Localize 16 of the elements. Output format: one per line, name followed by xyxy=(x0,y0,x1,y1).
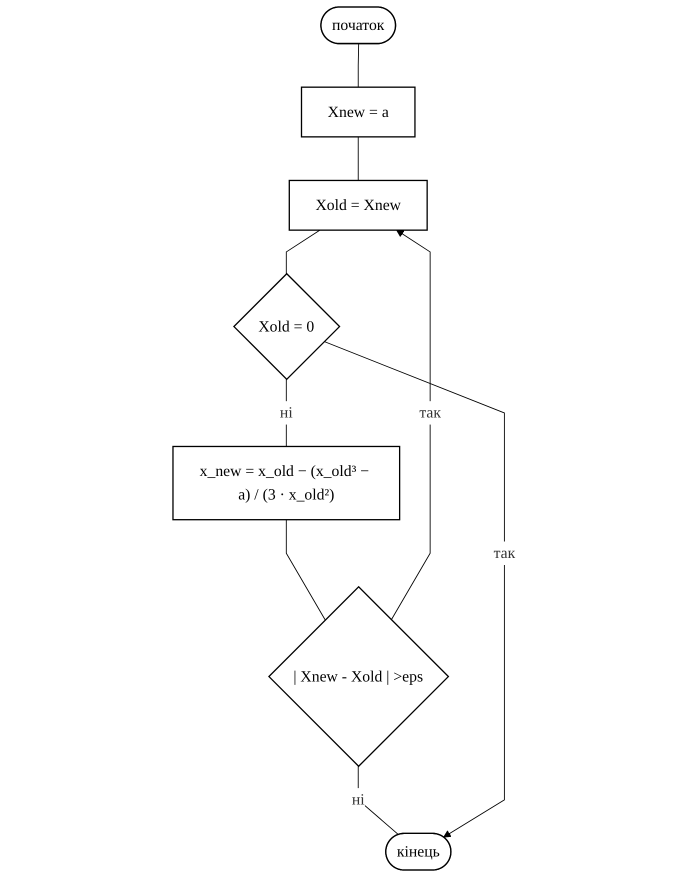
node-box: x_new = x_old − (x_old³ − a) / (3 · x_old²) xyxy=(172,446,400,520)
connector xyxy=(358,766,400,836)
edge-label: ні xyxy=(352,790,365,808)
edge-label: так xyxy=(419,404,441,422)
connector xyxy=(286,230,320,274)
connector xyxy=(358,136,359,181)
node-diamond: | Xnew - Xold | >eps xyxy=(268,586,450,768)
node-diamond: Xold = 0 xyxy=(232,272,340,380)
node-box: Xnew = a xyxy=(300,86,416,138)
connector xyxy=(358,44,359,88)
arrow xyxy=(324,341,505,838)
node-box: Xold = Xnew xyxy=(288,180,428,231)
edge-label: так xyxy=(493,544,516,562)
arrow xyxy=(390,230,430,620)
edge-label: ні xyxy=(280,404,293,422)
connector xyxy=(286,519,326,620)
